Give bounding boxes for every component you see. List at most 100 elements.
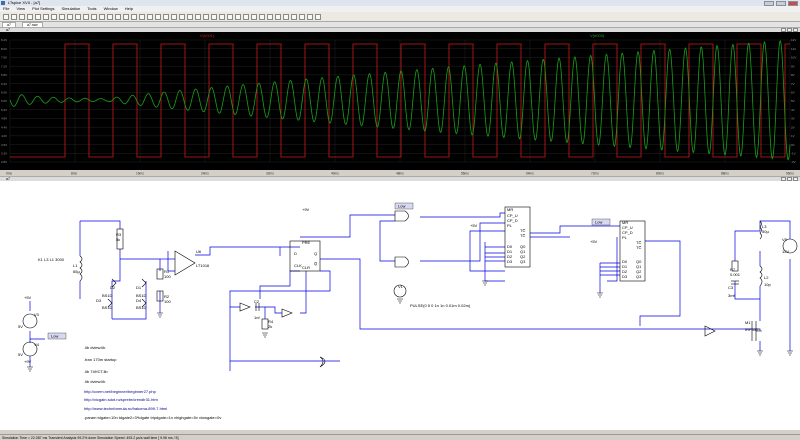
toolbar-button[interactable] <box>235 14 241 20</box>
schematic-editor[interactable]: Low Low Low +9V +5V +5V +5V +9V R3 5k R1… <box>0 181 800 430</box>
toolbar-button[interactable] <box>147 14 153 20</box>
toolbar-button[interactable] <box>35 14 41 20</box>
toolbar-button[interactable] <box>107 14 113 20</box>
source-v1[interactable] <box>393 284 407 298</box>
menu-simulation[interactable]: Simulation <box>61 6 81 11</box>
cnt2-pin-d0: D0 <box>622 259 628 264</box>
toolbar-button[interactable] <box>123 14 129 20</box>
plot-pane-header: a7 <box>0 27 800 32</box>
toolbar-button[interactable] <box>131 14 137 20</box>
toolbar-button[interactable] <box>203 14 209 20</box>
resistor-r2[interactable] <box>156 290 164 302</box>
gate-3[interactable] <box>319 356 326 368</box>
toolbar-button[interactable] <box>67 14 73 20</box>
toolbar-button[interactable] <box>155 14 161 20</box>
gate-2[interactable] <box>394 256 409 268</box>
pane-maximize-button[interactable] <box>787 28 792 32</box>
pane-minimize-button[interactable] <box>781 177 786 181</box>
toolbar-button[interactable] <box>43 14 49 20</box>
toolbar-button[interactable] <box>243 14 249 20</box>
trace-label-red[interactable]: V(n001) <box>200 33 215 38</box>
toolbar-button[interactable] <box>163 14 169 20</box>
menu-file[interactable]: File <box>3 6 10 11</box>
link-comment[interactable]: http://vicgain.sdot.ru/sprebr/crendir31.… <box>84 397 158 402</box>
toolbar-button[interactable] <box>171 14 177 20</box>
resistor-r1[interactable] <box>156 268 164 280</box>
counter-2[interactable] <box>619 220 646 282</box>
toolbar-button[interactable] <box>315 14 321 20</box>
inductor-l1[interactable] <box>79 255 83 282</box>
toolbar-button[interactable] <box>187 14 193 20</box>
toolbar-button[interactable] <box>11 14 17 20</box>
inductor-l2[interactable] <box>759 265 763 287</box>
menu-view[interactable]: View <box>16 6 26 11</box>
net-label-low: Low <box>595 220 602 225</box>
source-v5[interactable] <box>782 238 798 254</box>
inductor-l3[interactable] <box>759 220 762 240</box>
window-title: LTspice XVII - [a7] <box>8 0 41 5</box>
directive-line[interactable]: .lib dview.lib <box>84 379 106 384</box>
pane-close-button[interactable] <box>793 28 798 32</box>
link-comment[interactable]: http://cxem.net/beginner/beginner27.php <box>84 389 157 394</box>
directive-line[interactable]: .lib 74HCT.lib <box>84 369 108 374</box>
gate-1[interactable] <box>394 210 409 222</box>
resistor-r3[interactable] <box>116 228 124 250</box>
toolbar-button[interactable] <box>99 14 105 20</box>
toolbar-button[interactable] <box>19 14 25 20</box>
toolbar-button[interactable] <box>227 14 233 20</box>
toolbar-button[interactable] <box>179 14 185 20</box>
toolbar-button[interactable] <box>251 14 257 20</box>
toolbar-button[interactable] <box>283 14 289 20</box>
toolbar-button[interactable] <box>299 14 305 20</box>
close-button[interactable] <box>788 0 798 6</box>
toolbar-button[interactable] <box>275 14 281 20</box>
resistor-r7[interactable] <box>731 260 739 272</box>
toolbar-button[interactable] <box>307 14 313 20</box>
source-v3[interactable] <box>22 313 38 329</box>
toolbar-button[interactable] <box>259 14 265 20</box>
menu-tools[interactable]: Tools <box>87 6 97 11</box>
diode-bridge[interactable] <box>107 278 147 308</box>
toolbar-button[interactable] <box>211 14 217 20</box>
buffer-1[interactable] <box>239 302 251 312</box>
toolbar-button[interactable] <box>267 14 273 20</box>
toolbar-button[interactable] <box>195 14 201 20</box>
resistor-r4[interactable] <box>261 318 269 330</box>
pane-minimize-button[interactable] <box>781 28 786 32</box>
flipflop-dff[interactable] <box>289 240 321 272</box>
buffer-2[interactable] <box>281 308 293 318</box>
tab-waveform[interactable]: a7.raw <box>22 22 43 27</box>
directive-line[interactable]: .lib dview.lib <box>84 345 106 350</box>
source-v4[interactable] <box>22 341 38 357</box>
minimize-button[interactable] <box>764 0 774 6</box>
menu-help[interactable]: Help <box>124 6 134 11</box>
driver-buffer[interactable] <box>704 325 716 337</box>
toolbar-button[interactable] <box>91 14 97 20</box>
toolbar-button[interactable] <box>59 14 65 20</box>
toolbar-button[interactable] <box>291 14 297 20</box>
menu-window[interactable]: Window <box>103 6 118 11</box>
comparator-u6[interactable] <box>174 250 196 276</box>
toolbar-button[interactable] <box>27 14 33 20</box>
pane-maximize-button[interactable] <box>787 177 792 181</box>
y-tick-label-right: 12V <box>791 38 796 42</box>
pane-close-button[interactable] <box>793 177 798 181</box>
menu-plot-settings[interactable]: Plot Settings <box>32 6 55 11</box>
toolbar-button[interactable] <box>83 14 89 20</box>
link-comment[interactable]: http://www.technformula.ru/frakoma-899-7… <box>84 406 167 411</box>
directive-line[interactable]: .tran 170m startup <box>84 357 117 362</box>
tab-schematic[interactable]: a7 <box>2 22 16 27</box>
toolbar-button[interactable] <box>139 14 145 20</box>
toolbar-button[interactable] <box>75 14 81 20</box>
counter-1[interactable] <box>504 206 531 268</box>
toolbar-button[interactable] <box>3 14 9 20</box>
toolbar-button[interactable] <box>51 14 57 20</box>
maximize-button[interactable] <box>776 0 786 6</box>
y-tick-label-right: 1V <box>791 134 795 138</box>
toolbar-button[interactable] <box>115 14 121 20</box>
toolbar-button[interactable] <box>219 14 225 20</box>
param-directive[interactable]: .param tdgate=10n tdgate2=3*tdgate tripd… <box>84 415 221 420</box>
mosfet-m1[interactable] <box>751 321 762 341</box>
trace-label-green[interactable]: V(n003) <box>590 33 605 38</box>
